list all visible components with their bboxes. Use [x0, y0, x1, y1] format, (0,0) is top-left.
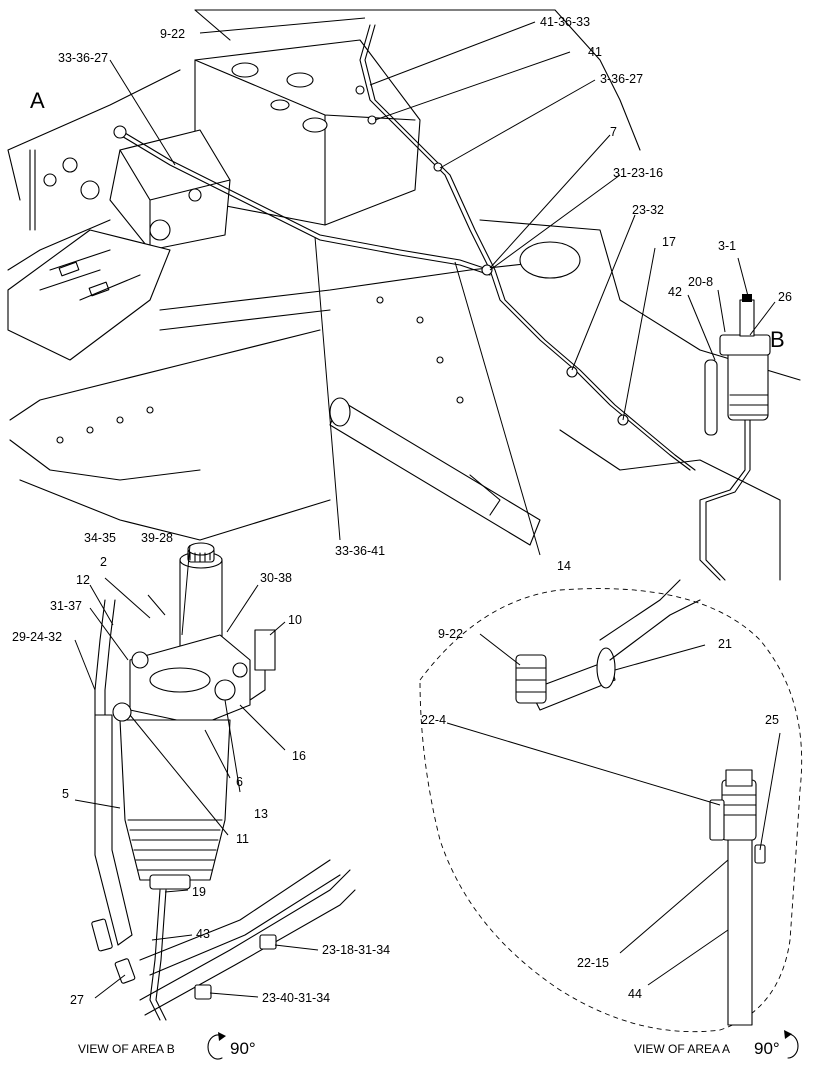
label-13: 13	[254, 807, 268, 821]
label-22-4: 22-4	[421, 713, 446, 727]
label-7: 7	[610, 125, 617, 139]
label-3-1: 3-1	[718, 239, 736, 253]
caption-view-area-b: VIEW OF AREA B	[78, 1042, 175, 1056]
label-16: 16	[292, 749, 306, 763]
rotation-view-b: 90°	[230, 1039, 256, 1058]
label-27: 27	[70, 993, 84, 1007]
label-41-36-33: 41-36-33	[540, 15, 590, 29]
label-17: 17	[662, 235, 676, 249]
label-21: 21	[718, 637, 732, 651]
rotate-ccw-arrow-icon	[207, 1032, 226, 1060]
label-34-35: 34-35	[84, 531, 116, 545]
label-6: 6	[236, 775, 243, 789]
label-42: 42	[668, 285, 682, 299]
label-33-36-41: 33-36-41	[335, 544, 385, 558]
label-39-28: 39-28	[141, 531, 173, 545]
view-area-b-drawing	[91, 542, 356, 1021]
label-9-22-top: 9-22	[160, 27, 185, 41]
label-12: 12	[76, 573, 90, 587]
leader-lines	[74, 17, 781, 999]
label-23-32: 23-32	[632, 203, 664, 217]
label-22-15: 22-15	[577, 956, 609, 970]
label-44: 44	[628, 987, 642, 1001]
label-20-8: 20-8	[688, 275, 713, 289]
label-5: 5	[62, 787, 69, 801]
label-30-38: 30-38	[260, 571, 292, 585]
label-23-40-31-34: 23-40-31-34	[262, 991, 330, 1005]
label-41: 41	[588, 45, 602, 59]
label-25: 25	[765, 713, 779, 727]
engine-area-drawing	[7, 9, 801, 581]
caption-view-area-a: VIEW OF AREA A	[634, 1042, 730, 1056]
label-9-22-area-a: 9-22	[438, 627, 463, 641]
label-31-23-16: 31-23-16	[613, 166, 663, 180]
label-2: 2	[100, 555, 107, 569]
part-labels: 9-22 41-36-33 33-36-27 41 3-36-27 7 31-2…	[12, 15, 792, 1007]
label-43: 43	[196, 927, 210, 941]
label-31-37: 31-37	[50, 599, 82, 613]
label-26: 26	[778, 290, 792, 304]
rotate-ccw-arrow-icon	[784, 1030, 799, 1059]
label-14: 14	[557, 559, 571, 573]
label-3-36-27: 3-36-27	[600, 72, 643, 86]
area-marker-b: B	[770, 327, 785, 352]
label-19: 19	[192, 885, 206, 899]
rotation-view-a: 90°	[754, 1039, 780, 1058]
label-33-36-27: 33-36-27	[58, 51, 108, 65]
label-29-24-32: 29-24-32	[12, 630, 62, 644]
view-area-a-drawing	[419, 579, 803, 1033]
label-23-18-31-34: 23-18-31-34	[322, 943, 390, 957]
label-11: 11	[236, 832, 249, 846]
label-10: 10	[288, 613, 302, 627]
area-marker-a: A	[30, 88, 45, 113]
